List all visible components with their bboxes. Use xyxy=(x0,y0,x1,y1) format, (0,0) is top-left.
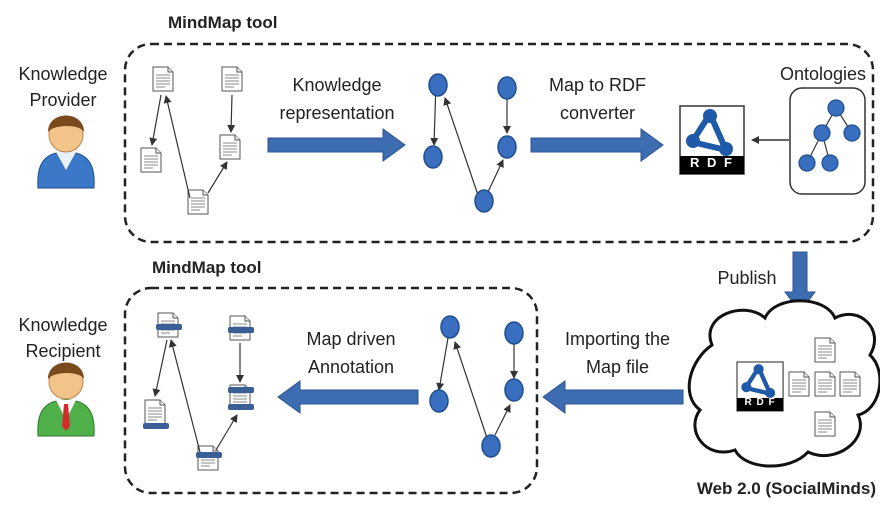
ontologies-label: Ontologies xyxy=(779,64,867,84)
step4-label-line1: Importing the xyxy=(564,329,671,349)
knowledge-recipient-person-icon xyxy=(37,362,95,437)
top-graph-nodes xyxy=(423,73,517,213)
top-document-group xyxy=(140,66,243,215)
step3-label-line2: Annotation xyxy=(307,357,395,377)
web-label: Web 2.0 (SocialMinds) xyxy=(696,479,876,498)
step4-label-line2: Map file xyxy=(585,357,650,377)
recipient-label-line2: Recipient xyxy=(25,341,101,361)
top-mindmap-box xyxy=(123,42,875,244)
arrow-knowledge-representation xyxy=(267,128,406,162)
bottom-box-title: MindMap tool xyxy=(152,258,262,277)
rdf-badge-label-top: R D F xyxy=(690,155,734,170)
knowledge-provider-person-icon xyxy=(37,115,95,189)
annotated-document-group xyxy=(143,312,254,471)
step1-label-line2: representation xyxy=(279,103,395,123)
step2-label-line1: Map to RDF xyxy=(548,75,647,95)
arrow-map-to-rdf xyxy=(530,128,664,162)
web-cloud xyxy=(687,299,880,468)
top-box-title: MindMap tool xyxy=(168,13,278,32)
step2-label-line2: converter xyxy=(559,103,636,123)
bottom-graph-nodes xyxy=(429,315,524,458)
step3-label-line1: Map driven xyxy=(306,329,396,349)
step1-label-line1: Knowledge xyxy=(292,75,382,95)
rdf-badge-label-cloud: R D F xyxy=(744,397,776,408)
provider-label-line2: Provider xyxy=(29,90,97,110)
bottom-mindmap-box xyxy=(123,286,539,495)
recipient-label-line1: Knowledge xyxy=(18,315,108,335)
ontology-tree-icon xyxy=(798,99,861,172)
publish-label: Publish xyxy=(717,268,777,288)
arrow-importing xyxy=(542,380,684,414)
provider-label-line1: Knowledge xyxy=(18,64,108,84)
arrow-map-driven-annotation xyxy=(277,380,419,414)
